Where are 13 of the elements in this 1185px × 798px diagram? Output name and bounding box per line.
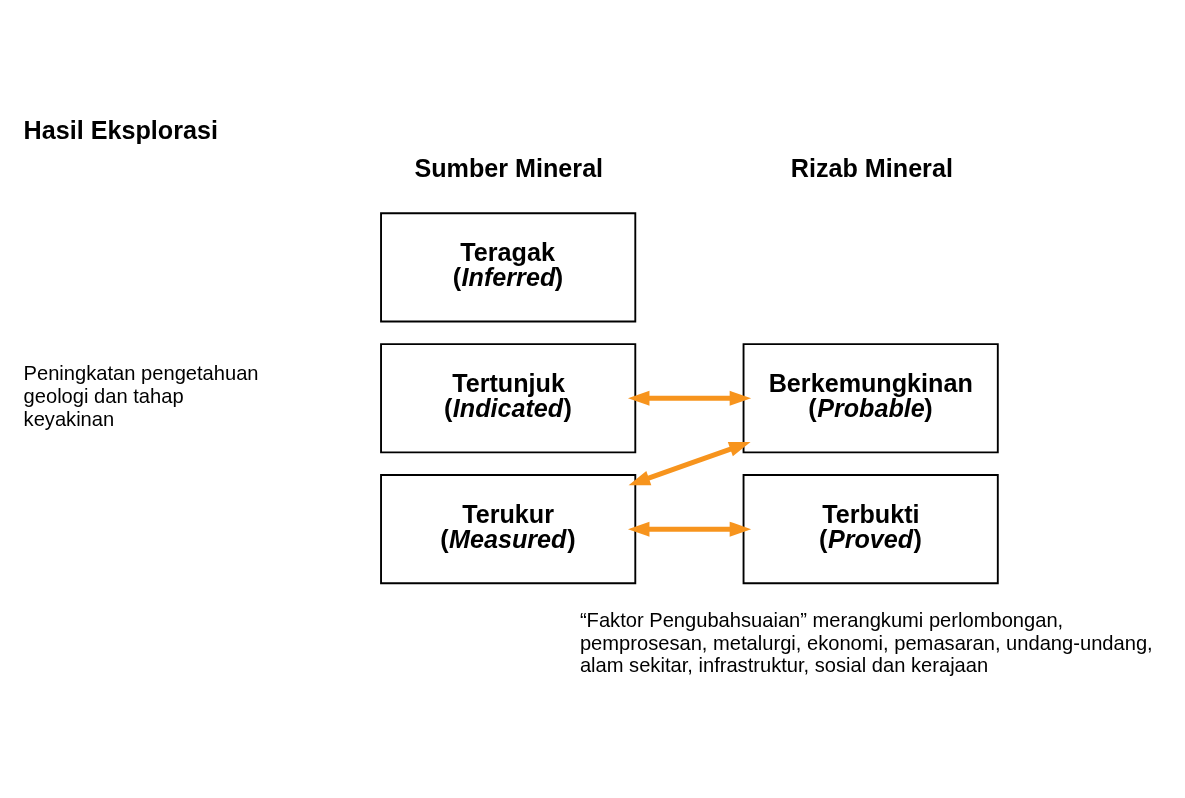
node-box: Berkemungkinan (Probable) <box>742 342 999 453</box>
diagram-title: Hasil Eksplorasi <box>23 115 218 144</box>
label: Rizab Mineral <box>790 153 953 182</box>
label: “Faktor Pengubahsuaian” merangkumi perlombongan, pemprosesan, metalurgi, ekonomi, pemasaran, undang-undang, alam sekitar, infrastruktur, sosial dan kerajaan <box>579 608 1153 676</box>
node-box: Teragak (Inferred) <box>380 211 637 322</box>
node-box: Terukur (Measured) <box>380 473 637 584</box>
node-box: Tertunjuk (Indicated) <box>380 342 637 453</box>
label: Peningkatan pengetahuan geologi dan tahap keyakinan <box>23 361 259 430</box>
node-box: Terbukti (Proved) <box>742 473 999 584</box>
arrow <box>628 390 752 406</box>
arrow <box>628 441 751 485</box>
arrow <box>628 521 752 537</box>
label: Sumber Mineral <box>414 153 604 182</box>
